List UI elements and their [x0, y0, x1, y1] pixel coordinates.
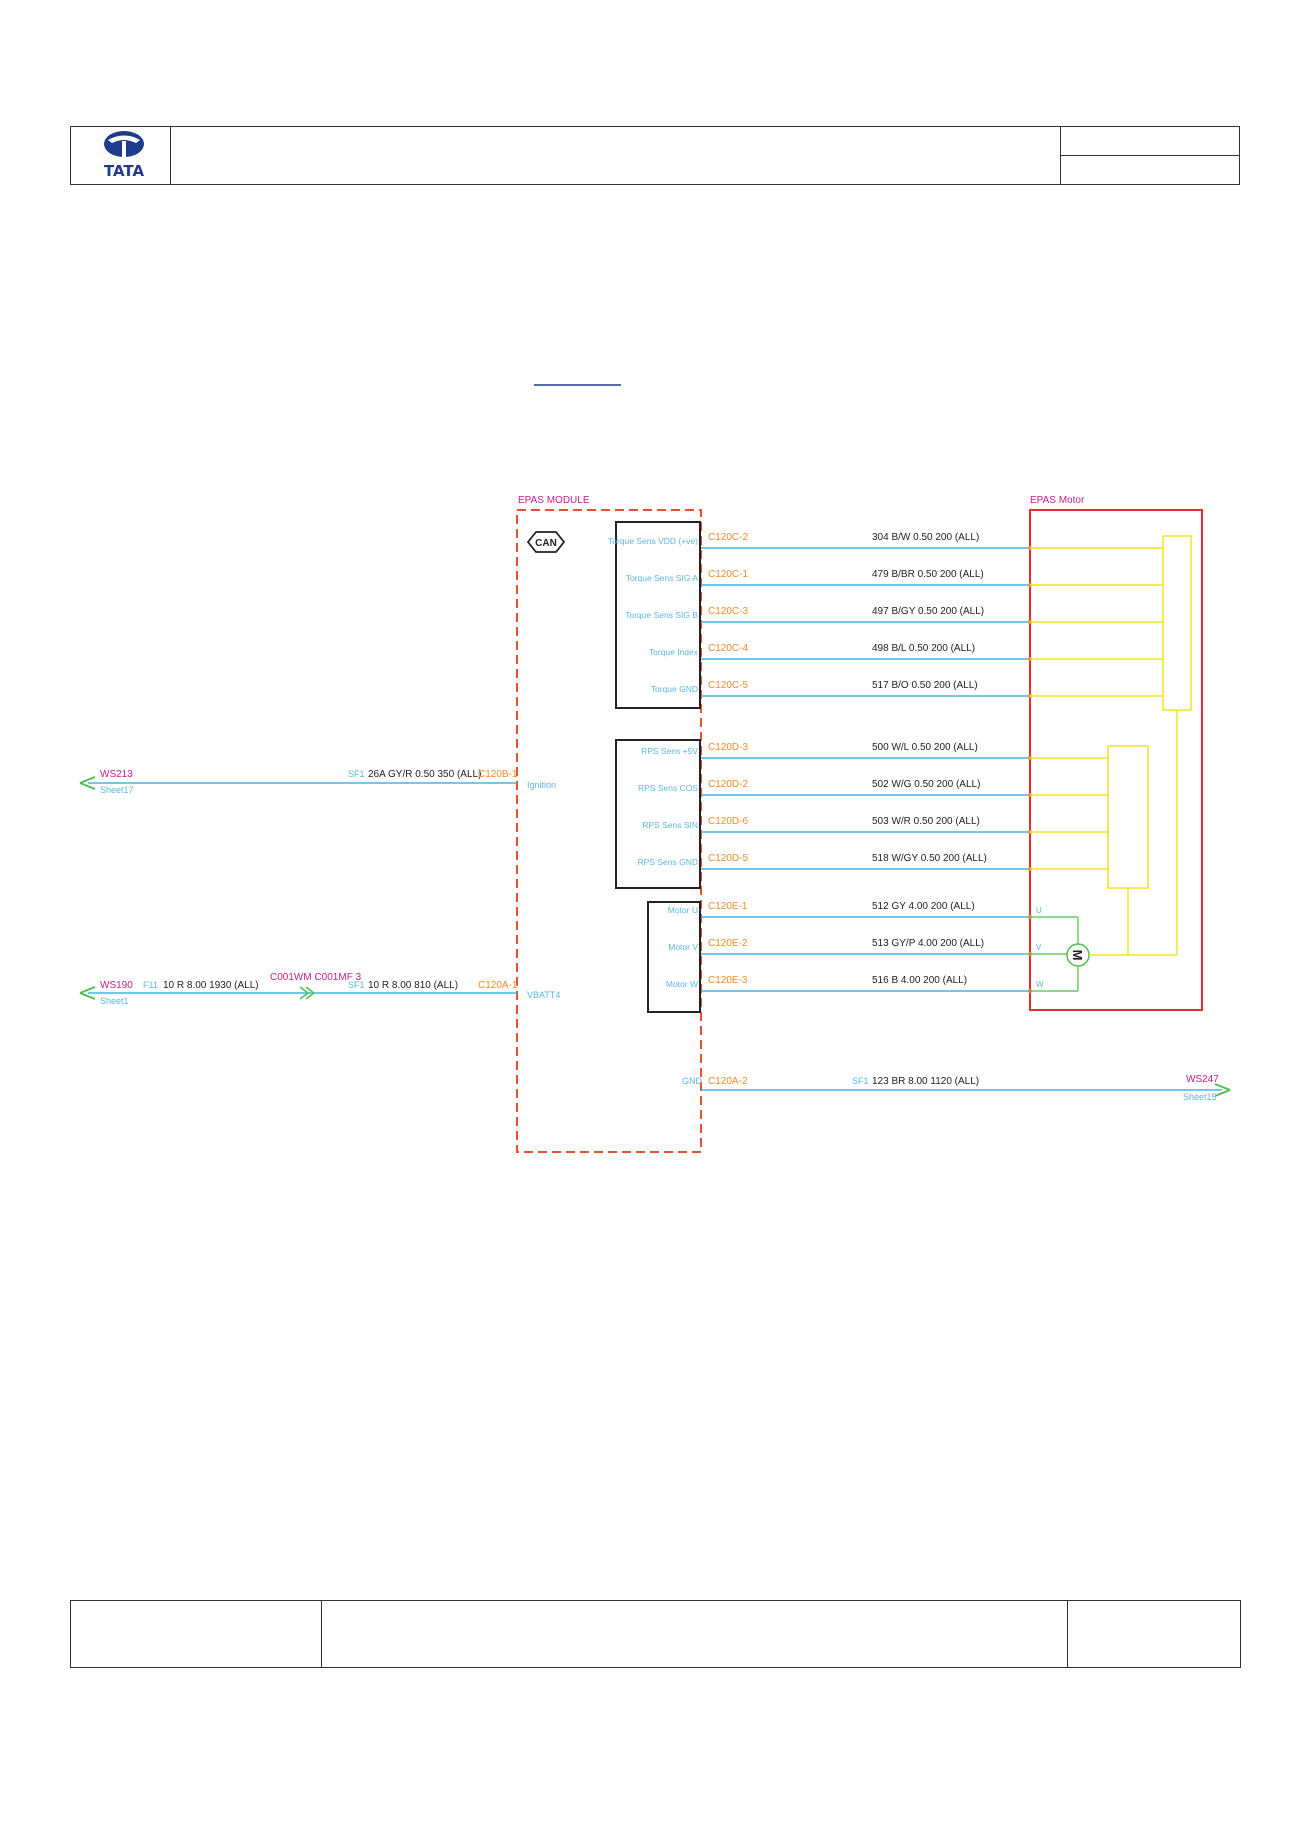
- rps-connector-3: C120D-5: [708, 853, 748, 864]
- tata-logo-mark: [108, 135, 140, 158]
- torque-connector-4: C120C-5: [708, 680, 748, 691]
- rps-connector-0: C120D-3: [708, 742, 748, 753]
- torque-sensor-rows: Torque Sens VDD (+ve) C120C-2 304 B/W 0.50…: [608, 532, 1032, 698]
- phase-pin-label-2: Motor W: [666, 979, 698, 989]
- header-title-cell: [170, 127, 1060, 184]
- epas-motor-title: EPAS Motor: [1030, 495, 1085, 506]
- motor-phase-letter-2: W: [1036, 980, 1044, 989]
- motor-torque-yellow-block: [1162, 535, 1192, 711]
- torque-wire-label-4: 517 B/O 0.50 200 (ALL): [872, 680, 978, 691]
- fuse-f11: F11: [143, 980, 158, 990]
- header-info-cell: [1060, 127, 1240, 184]
- rps-connector-1: C120D-2: [708, 779, 748, 790]
- torque-connector-1: C120C-1: [708, 569, 748, 580]
- footer-middle-cell: [321, 1601, 1067, 1667]
- epas-module-title: EPAS MODULE: [518, 495, 590, 506]
- phase-pin-label-1: Motor V: [668, 942, 698, 952]
- torque-connector-0: C120C-2: [708, 532, 748, 543]
- epas-module-box: [516, 509, 702, 1153]
- can-arrow-icon: [526, 531, 566, 553]
- ignition-pin-label: Ignition: [527, 780, 556, 790]
- rps-connector-2: C120D-6: [708, 816, 748, 827]
- connector-c120a-1: C120A-1: [478, 980, 518, 991]
- torque-wire-label-1: 479 B/BR 0.50 200 (ALL): [872, 569, 984, 580]
- wire-label-123: 123 BR 8.00 1120 (ALL): [872, 1076, 979, 1087]
- rps-sensor-rows: RPS Sens +5V C120D-3 500 W/L 0.50 200 (ALL…: [638, 742, 1032, 871]
- phase-wire-label-2: 516 B 4.00 200 (ALL): [872, 975, 967, 986]
- can-symbol: CAN: [526, 531, 566, 553]
- ignition-circuit: WS213 Sheet17 SF1 26A GY/R 0.50 350 (ALL…: [79, 769, 556, 795]
- rps-wire-label-2: 503 W/R 0.50 200 (ALL): [872, 816, 980, 827]
- tata-logo: TATA: [104, 131, 145, 180]
- torque-wire-label-2: 497 B/GY 0.50 200 (ALL): [872, 606, 984, 617]
- motor-symbol: M: [1066, 943, 1090, 967]
- rps-wire-label-1: 502 W/G 0.50 200 (ALL): [872, 779, 980, 790]
- motor-phase-block: [647, 901, 701, 1013]
- motor-internal-wiring: [1030, 547, 1178, 992]
- offpage-ref-ws213: WS213: [100, 769, 133, 780]
- phase-pin-label-0: Motor U: [668, 905, 698, 915]
- motor-rps-yellow-block: [1107, 745, 1149, 889]
- rps-wire-label-3: 518 W/GY 0.50 200 (ALL): [872, 853, 987, 864]
- splice-sf1-battery: SF1: [348, 980, 365, 990]
- footer-title-block: [70, 1600, 1241, 1668]
- torque-pin-label-1: Torque Sens SIG A: [626, 573, 699, 583]
- rps-pin-label-1: RPS Sens COS: [638, 783, 698, 793]
- ground-circuit: GND C120A-2 SF1 123 BR 8.00 1120 (ALL) W…: [682, 1074, 1231, 1102]
- torque-pin-label-3: Torque Index: [649, 647, 699, 657]
- rps-wire-label-0: 500 W/L 0.50 200 (ALL): [872, 742, 978, 753]
- phase-connector-2: C120E-3: [708, 975, 748, 986]
- torque-wire-label-3: 498 B/L 0.50 200 (ALL): [872, 643, 975, 654]
- wire-label-26a: 26A GY/R 0.50 350 (ALL): [368, 769, 481, 780]
- inline-connector-icon: [299, 986, 316, 1000]
- rps-pin-label-0: RPS Sens +5V: [641, 746, 698, 756]
- wire-label-10-right: 10 R 8.00 810 (ALL): [368, 980, 458, 991]
- offpage-arrow-icon: [79, 986, 96, 1000]
- connector-c120a-2: C120A-2: [708, 1076, 748, 1087]
- torque-connector-3: C120C-4: [708, 643, 748, 654]
- splice-sf1-ignition: SF1: [348, 769, 365, 779]
- inline-connector-c001: C001WM C001MF 3: [270, 972, 362, 983]
- motor-phase-letter-0: U: [1036, 906, 1042, 915]
- footer-right-cell: [1067, 1601, 1240, 1667]
- rps-sensor-block: [615, 739, 701, 889]
- header-title-block: [70, 126, 1240, 185]
- battery-pin-label: VBATT4: [527, 990, 560, 1000]
- tata-logo-text: TATA: [104, 162, 145, 180]
- connector-c120b-1: C120B-1: [478, 769, 518, 780]
- battery-circuit: WS190 Sheet1 F11 10 R 8.00 1930 (ALL) C0…: [79, 972, 560, 1006]
- torque-wire-label-0: 304 B/W 0.50 200 (ALL): [872, 532, 979, 543]
- torque-connector-2: C120C-3: [708, 606, 748, 617]
- offpage-ref-ws247: WS247: [1186, 1074, 1219, 1085]
- offpage-arrow-icon: [1214, 1083, 1231, 1097]
- torque-pin-label-0: Torque Sens VDD (+ve): [608, 536, 698, 546]
- offpage-sheet-17: Sheet17: [100, 785, 134, 795]
- phase-connector-1: C120E-2: [708, 938, 748, 949]
- torque-pin-label-2: Torque Sens SIG B: [625, 610, 698, 620]
- header-info-divider: [1061, 155, 1240, 156]
- phase-wire-label-0: 512 GY 4.00 200 (ALL): [872, 901, 975, 912]
- splice-sf1-ground: SF1: [852, 1076, 869, 1086]
- offpage-sheet-1: Sheet1: [100, 996, 129, 1006]
- can-label: CAN: [535, 538, 557, 549]
- rps-pin-label-3: RPS Sens GND: [638, 857, 698, 867]
- offpage-ref-ws190: WS190: [100, 980, 133, 991]
- phase-connector-0: C120E-1: [708, 901, 748, 912]
- phase-wire-label-1: 513 GY/P 4.00 200 (ALL): [872, 938, 984, 949]
- wire-label-10-left: 10 R 8.00 1930 (ALL): [163, 980, 259, 991]
- offpage-arrow-icon: [79, 776, 96, 790]
- motor-symbol-label: M: [1070, 950, 1085, 961]
- motor-phase-rows: Motor U C120E-1 512 GY 4.00 200 (ALL) Motor…: [666, 901, 1044, 993]
- motor-phase-letter-1: V: [1036, 943, 1042, 952]
- torque-sensor-block: [615, 521, 701, 709]
- torque-pin-label-4: Torque GND: [651, 684, 698, 694]
- gnd-pin-label: GND: [682, 1076, 703, 1086]
- offpage-sheet-15: Sheet15: [1183, 1092, 1217, 1102]
- rps-pin-label-2: RPS Sens SIN: [642, 820, 698, 830]
